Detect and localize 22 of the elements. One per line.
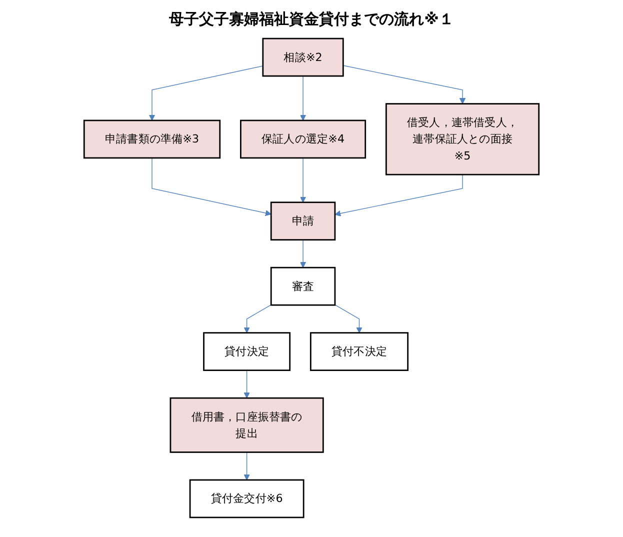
node-box: 申請書類の準備※3 bbox=[83, 120, 221, 159]
arrow bbox=[300, 158, 306, 203]
arrow bbox=[342, 65, 466, 104]
node-box: 貸付不決定 bbox=[310, 332, 409, 371]
node-box: 相談※2 bbox=[262, 38, 344, 77]
node-box: 貸付金交付※6 bbox=[189, 479, 304, 518]
arrow bbox=[244, 370, 250, 398]
arrow bbox=[300, 76, 306, 121]
node-box: 借用書，口座振替書の提出 bbox=[170, 397, 324, 453]
node-box: 申請 bbox=[270, 202, 336, 241]
arrow bbox=[244, 452, 250, 480]
arrow bbox=[334, 304, 362, 334]
node-box: 借受人，連帯借受人，連帯保証人との面接※5 bbox=[385, 103, 540, 176]
arrow bbox=[244, 304, 272, 334]
node-box: 貸付決定 bbox=[203, 332, 291, 371]
arrow bbox=[148, 66, 264, 121]
diagram-title: 母子父子寡婦福祉資金貸付までの流れ※１ bbox=[168, 10, 455, 29]
node-box: 保証人の選定※4 bbox=[240, 120, 366, 159]
arrow bbox=[152, 158, 272, 216]
node-box: 審査 bbox=[270, 266, 336, 306]
arrow bbox=[300, 239, 306, 268]
arrow bbox=[334, 174, 463, 216]
